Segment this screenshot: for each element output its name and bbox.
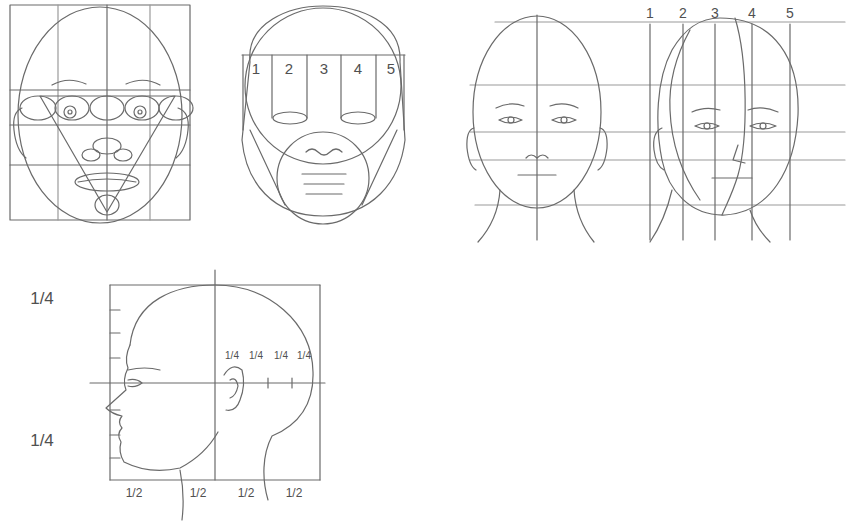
grid-face-sketch (10, 5, 193, 223)
column-number: 4 (748, 6, 756, 20)
fraction-label: 1/2 (126, 487, 143, 499)
fraction-label: 1/4 (274, 351, 288, 361)
column-number: 1 (646, 6, 654, 20)
fraction-label: 1/4 (225, 351, 239, 361)
fraction-label: 1/4 (249, 351, 263, 361)
column-number: 4 (354, 61, 362, 76)
fraction-label: 1/2 (286, 487, 303, 499)
fraction-label: 1/4 (297, 351, 311, 361)
column-number: 2 (679, 6, 687, 20)
column-number: 5 (387, 61, 395, 76)
turned-face-sketch (650, 18, 798, 242)
fraction-label: 1/2 (238, 487, 255, 499)
fraction-label: 1/4 (30, 432, 54, 449)
profile-sketch (90, 270, 325, 520)
column-number: 3 (320, 61, 328, 76)
fraction-label: 1/4 (30, 290, 54, 307)
front-face-sketch (467, 15, 845, 242)
fraction-label: 1/2 (190, 487, 207, 499)
column-number: 3 (711, 6, 719, 20)
column-number: 1 (252, 61, 260, 76)
column-number: 5 (786, 6, 794, 20)
column-number: 2 (285, 61, 293, 76)
circle-construction-sketch (242, 6, 405, 224)
